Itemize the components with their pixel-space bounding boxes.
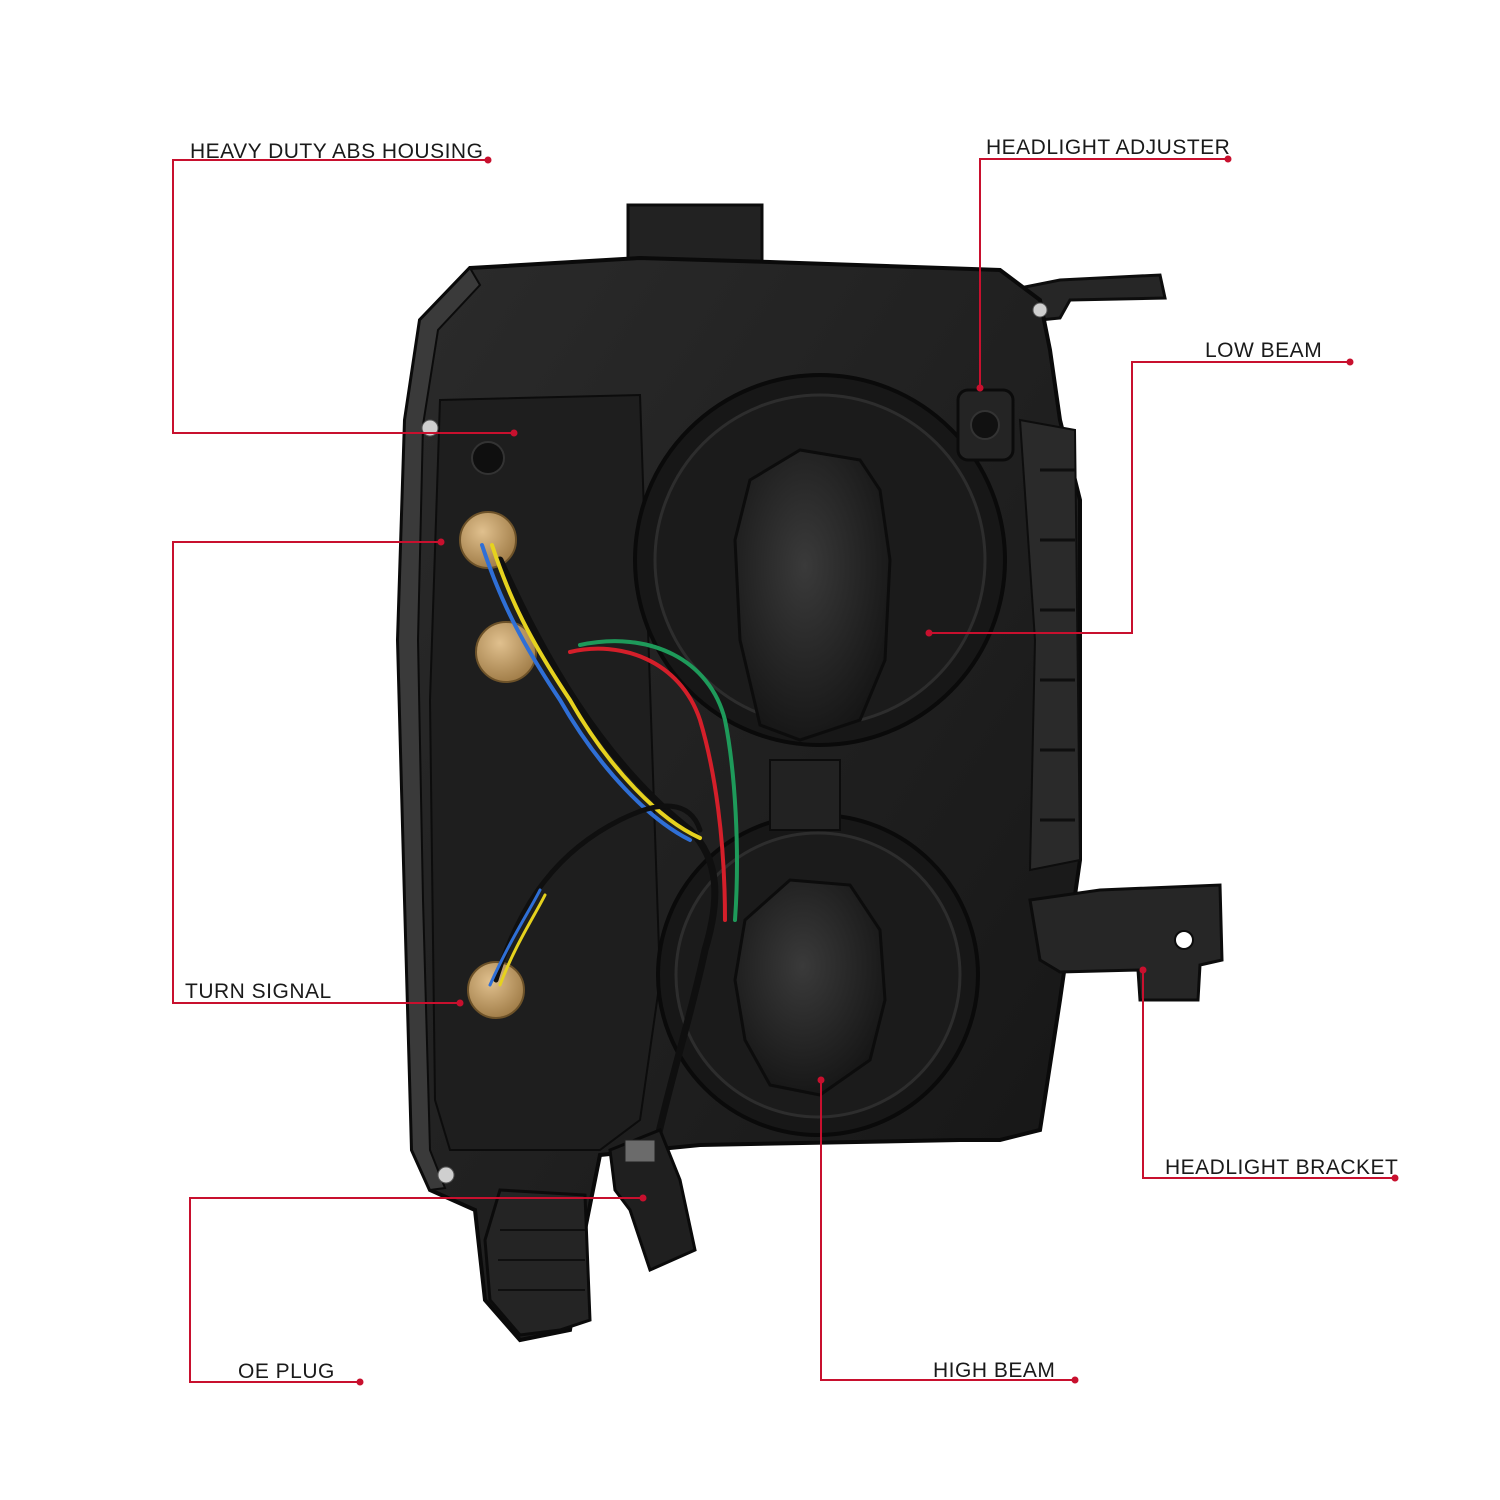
wire-blue-lower xyxy=(488,888,542,987)
high-beam-cap xyxy=(733,878,887,1097)
wire-red xyxy=(568,646,727,922)
housing-left-rim xyxy=(396,266,482,1192)
leader-lines xyxy=(172,158,1395,1383)
wire-yellow xyxy=(490,543,702,840)
screw-right xyxy=(1032,302,1048,318)
oe-plug-body xyxy=(608,1128,697,1273)
callout-oe-plug: OE PLUG xyxy=(238,1360,335,1383)
center-divider xyxy=(769,759,841,831)
leader-bracket xyxy=(1142,970,1395,1179)
leader-turn xyxy=(172,541,460,1004)
bracket-hole xyxy=(1174,930,1194,950)
wire-black-lower xyxy=(493,803,703,983)
low-beam-cap xyxy=(733,448,892,742)
callout-adjuster: HEADLIGHT ADJUSTER xyxy=(986,136,1231,159)
leader-highbeam xyxy=(820,1080,1075,1381)
lower-bracket xyxy=(1028,883,1224,1002)
leader-oeplug xyxy=(189,1197,643,1383)
wire-blue xyxy=(480,543,692,842)
right-side-ribs xyxy=(1018,418,1082,872)
rib-lines xyxy=(1040,468,1075,822)
turn-signal-socket-lower xyxy=(467,961,525,1019)
callout-turn-signal: TURN SIGNAL xyxy=(185,980,332,1003)
wire-green xyxy=(578,639,739,922)
callout-low-beam: LOW BEAM xyxy=(1205,339,1323,362)
wiring-harness xyxy=(480,543,739,1154)
wire-yellow-lower xyxy=(498,893,547,987)
leader-housing xyxy=(172,159,514,434)
callout-bracket: HEADLIGHT BRACKET xyxy=(1165,1156,1399,1179)
callout-housing: HEAVY DUTY ABS HOUSING xyxy=(190,140,484,163)
callout-high-beam: HIGH BEAM xyxy=(933,1359,1056,1382)
leader-lowbeam xyxy=(929,361,1350,634)
bottom-tab xyxy=(483,1188,592,1337)
wire-black-main xyxy=(496,556,719,1154)
screw-bottom xyxy=(437,1166,455,1184)
leader-dots xyxy=(356,155,1399,1386)
oe-plug-latch xyxy=(624,1139,656,1163)
bottom-tab-ribs xyxy=(498,1229,585,1291)
leader-adjuster xyxy=(979,158,1228,388)
